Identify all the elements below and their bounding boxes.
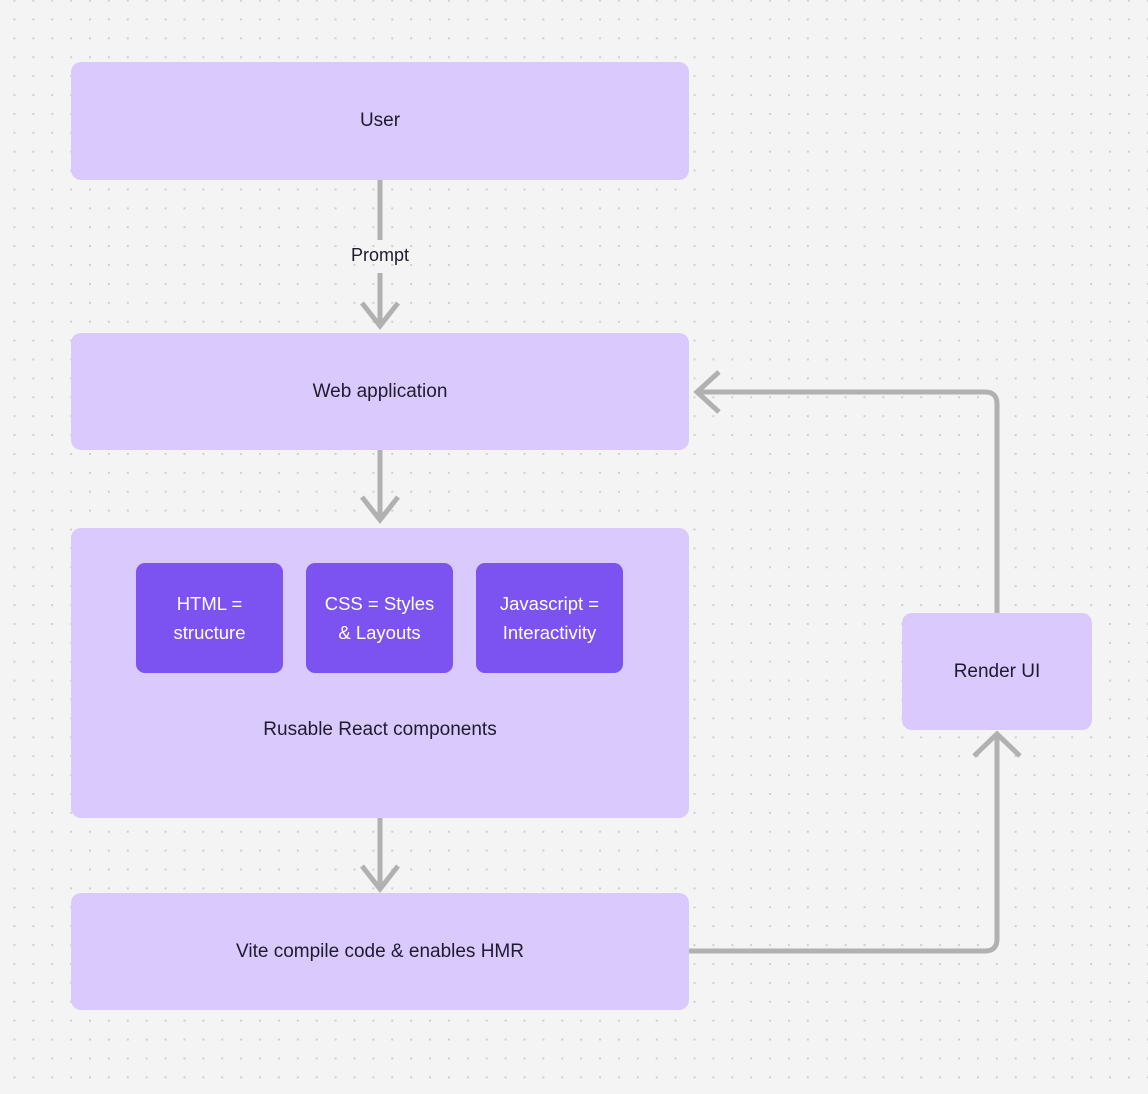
node-vite-label: Vite compile code & enables HMR [236,940,524,962]
components-group-caption-text: Rusable React components [263,719,497,740]
node-html-line-2: structure [173,622,246,643]
node-javascript[interactable]: Javascript = Interactivity [476,563,623,673]
node-html-line-1: HTML = [176,593,243,614]
node-render-ui-label: Render UI [953,660,1041,682]
node-javascript-line-2: Interactivity [502,622,597,643]
arrowhead-user-to-web [360,301,400,331]
node-html[interactable]: HTML = structure [136,563,283,673]
node-vite[interactable]: Vite compile code & enables HMR [71,893,689,1010]
node-css-line-2: & Layouts [338,622,421,643]
arrowhead-vite-to-render [972,730,1022,758]
node-render-ui[interactable]: Render UI [902,613,1092,730]
edge-label-prompt[interactable]: Prompt [350,245,410,265]
node-css-line-1: CSS = Styles [324,593,435,614]
node-web-application[interactable]: Web application [71,333,689,450]
arrowhead-web-to-components [360,495,400,525]
arrowhead-render-to-web [693,370,721,414]
node-css[interactable]: CSS = Styles & Layouts [306,563,453,673]
arrowhead-components-to-vite [360,864,400,894]
node-user[interactable]: User [71,62,689,180]
node-web-application-label: Web application [312,380,448,402]
edge-vite-to-render [689,735,1000,954]
node-user-label: User [359,110,401,131]
node-javascript-line-1: Javascript = [499,593,600,614]
edge-render-to-web [700,389,1000,613]
